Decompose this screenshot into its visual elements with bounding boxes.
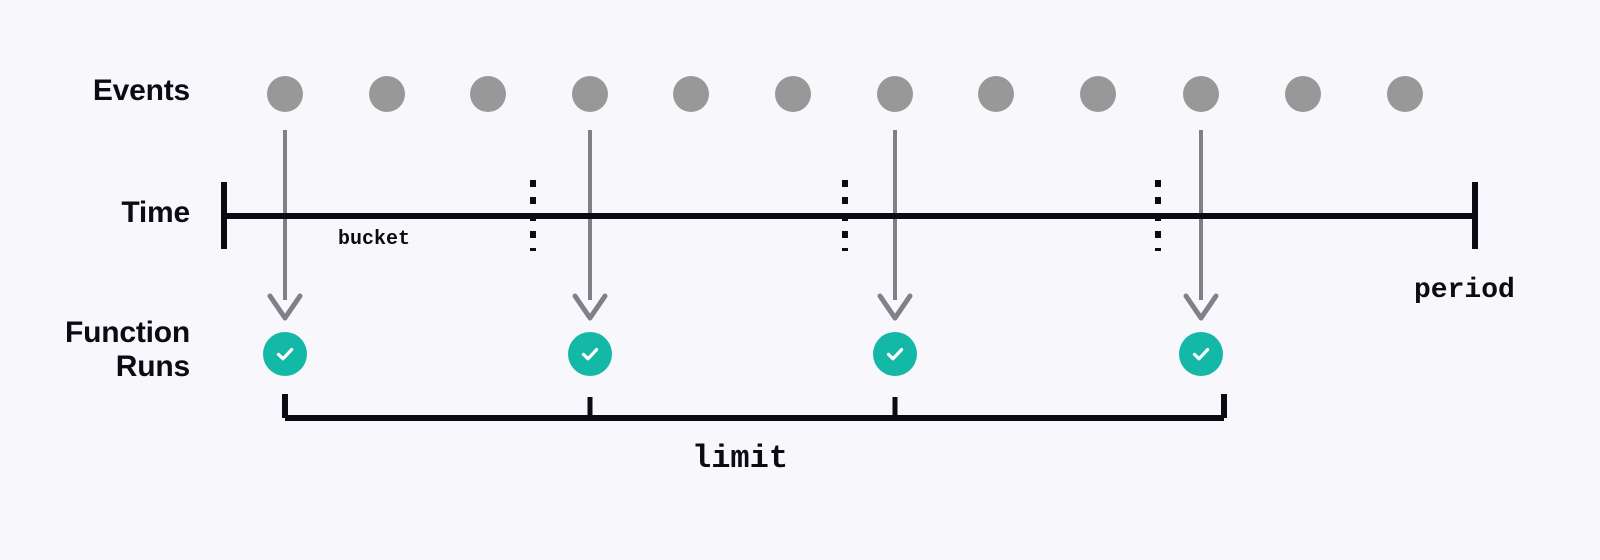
event-dot <box>267 76 303 112</box>
function-run-success-badge <box>263 332 307 376</box>
event-dot <box>877 76 913 112</box>
annotation-label-bucket: bucket <box>338 228 411 251</box>
event-dot <box>673 76 709 112</box>
arrow-head-icon <box>1183 293 1219 321</box>
row-label-time: Time <box>121 196 190 229</box>
event-dot <box>470 76 506 112</box>
event-dot <box>978 76 1014 112</box>
event-dot <box>369 76 405 112</box>
event-dot <box>1285 76 1321 112</box>
event-dot <box>1183 76 1219 112</box>
event-dot <box>775 76 811 112</box>
event-dot <box>1080 76 1116 112</box>
arrow-head-icon <box>572 293 608 321</box>
time-axis <box>221 182 1478 249</box>
check-icon <box>581 348 599 361</box>
row-label-function-runs: Function Runs <box>64 316 190 383</box>
check-icon <box>886 348 904 361</box>
function-run-success-badge <box>873 332 917 376</box>
arrow-head-icon <box>267 293 303 321</box>
event-dot <box>572 76 608 112</box>
check-icon <box>1192 348 1210 361</box>
bucket-dividers <box>530 180 1161 251</box>
event-dot <box>1387 76 1423 112</box>
annotation-label-period: period <box>1414 275 1515 306</box>
annotation-label-limit: limit <box>692 440 789 477</box>
event-to-run-arrows <box>267 130 1219 321</box>
function-run-success-badge <box>568 332 612 376</box>
arrow-head-icon <box>877 293 913 321</box>
row-label-events: Events <box>92 74 190 107</box>
limit-bracket <box>282 394 1227 421</box>
check-icon <box>276 348 294 361</box>
function-run-success-badge <box>1179 332 1223 376</box>
